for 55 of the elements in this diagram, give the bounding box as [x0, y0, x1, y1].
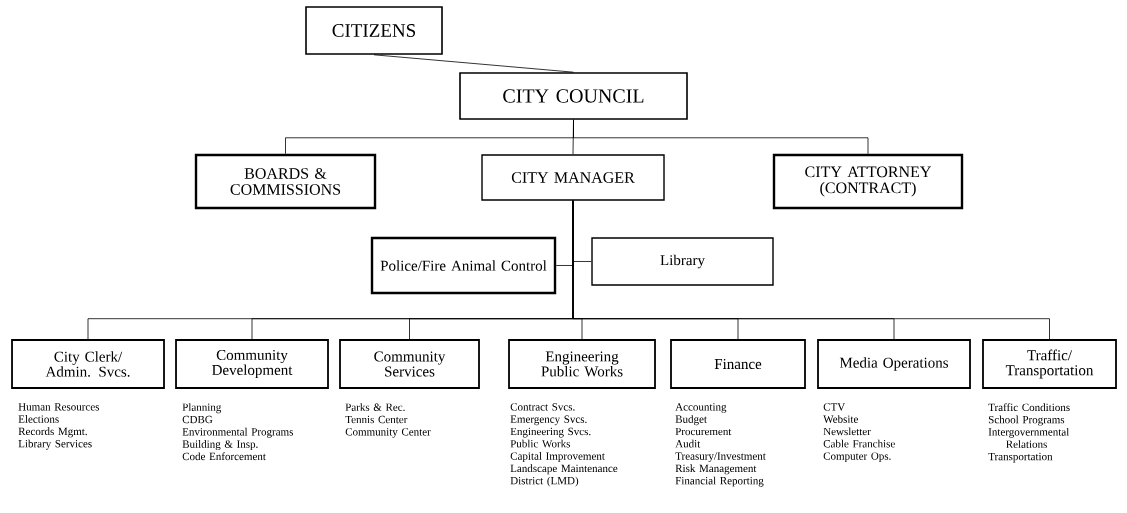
node-label: Accounting [675, 403, 727, 413]
node-label: Computer Ops. [823, 452, 891, 463]
department-box: City Clerk/ Admin. Svcs. [11, 339, 165, 389]
item-list: CTV Website Newsletter Cable Franchise Computer Ops. [823, 403, 895, 462]
department-box: Media Operations [817, 339, 971, 389]
connector-line [572, 200, 1050, 340]
title-box: CITY COUNCIL [459, 72, 688, 120]
item-list: Traffic Conditions School Programs Intergovernmental Relations Transportation [988, 403, 1070, 463]
item-list: Accounting Budget Procurement Audit Treasury/Investment Risk Management Financial Reporting [675, 403, 766, 487]
connector-line [373, 54, 574, 73]
department-box: Finance [670, 339, 806, 389]
node-label: Intergovernmental Relations [988, 427, 1070, 448]
node-label: Newsletter [823, 427, 871, 436]
node-label: Building & Insp. [182, 440, 258, 451]
node-label: Financial Reporting [675, 476, 764, 487]
node-label: Human Resources [18, 403, 100, 411]
connector-line [573, 119, 869, 155]
node-label: Planning [182, 403, 222, 414]
node-label: Library Services [18, 439, 92, 450]
item-list: Human Resources Elections Records Mgmt. Library Services [18, 403, 100, 450]
node-label: Elections [18, 415, 59, 423]
group-box: BOARDS & COMMISSIONS [194, 153, 377, 210]
node-label: Emergency Svcs. [510, 415, 587, 426]
group-box: CITY MANAGER [481, 154, 665, 201]
node-label: Audit [675, 439, 701, 448]
node-label: Website [823, 415, 858, 423]
department-box: Community Services [339, 339, 480, 389]
node-label: Budget [675, 415, 707, 426]
department-box: Engineering Public Works [508, 339, 656, 389]
department-box: Traffic/ Transportation [982, 339, 1117, 389]
item-list: Parks & Rec. Tennis Center Community Center [345, 403, 431, 438]
node-label: Treasury/Investment [675, 452, 766, 463]
node-label: Contract Svcs. [510, 403, 575, 411]
node-label: Cable Franchise [823, 439, 895, 448]
item-list: Contract Svcs. Emergency Svcs. Engineering Svcs. Public Works Capital Improvement Landscape Maintenance District (LMD) [510, 403, 618, 487]
unit-box: Library [591, 237, 774, 286]
node-label: Procurement [675, 427, 732, 436]
node-label: Transportation [988, 452, 1053, 463]
node-label: Landscape Maintenance District (LMD) [510, 464, 618, 487]
node-label: Code Enforcement [182, 452, 266, 461]
group-box: CITY ATTORNEY (CONTRACT) [772, 153, 964, 210]
node-label: CDBG [182, 415, 213, 424]
node-label: Public Works [510, 439, 571, 448]
node-label: Capital Improvement [510, 452, 605, 463]
node-label: Environmental Programs [182, 427, 294, 438]
node-label: Records Mgmt. [18, 427, 87, 438]
unit-box: Police/Fire Animal Control [370, 236, 557, 295]
node-label: Engineering Svcs. [510, 427, 591, 438]
title-box: CITIZENS [305, 6, 443, 55]
node-label: Risk Management [675, 464, 757, 475]
node-label: Traffic Conditions [988, 403, 1070, 412]
node-label: School Programs [988, 415, 1065, 426]
item-list: Planning CDBG Environmental Programs Building & Insp. Code Enforcement [182, 403, 293, 461]
department-box: Community Development [175, 339, 329, 389]
node-label: CTV [823, 403, 846, 411]
